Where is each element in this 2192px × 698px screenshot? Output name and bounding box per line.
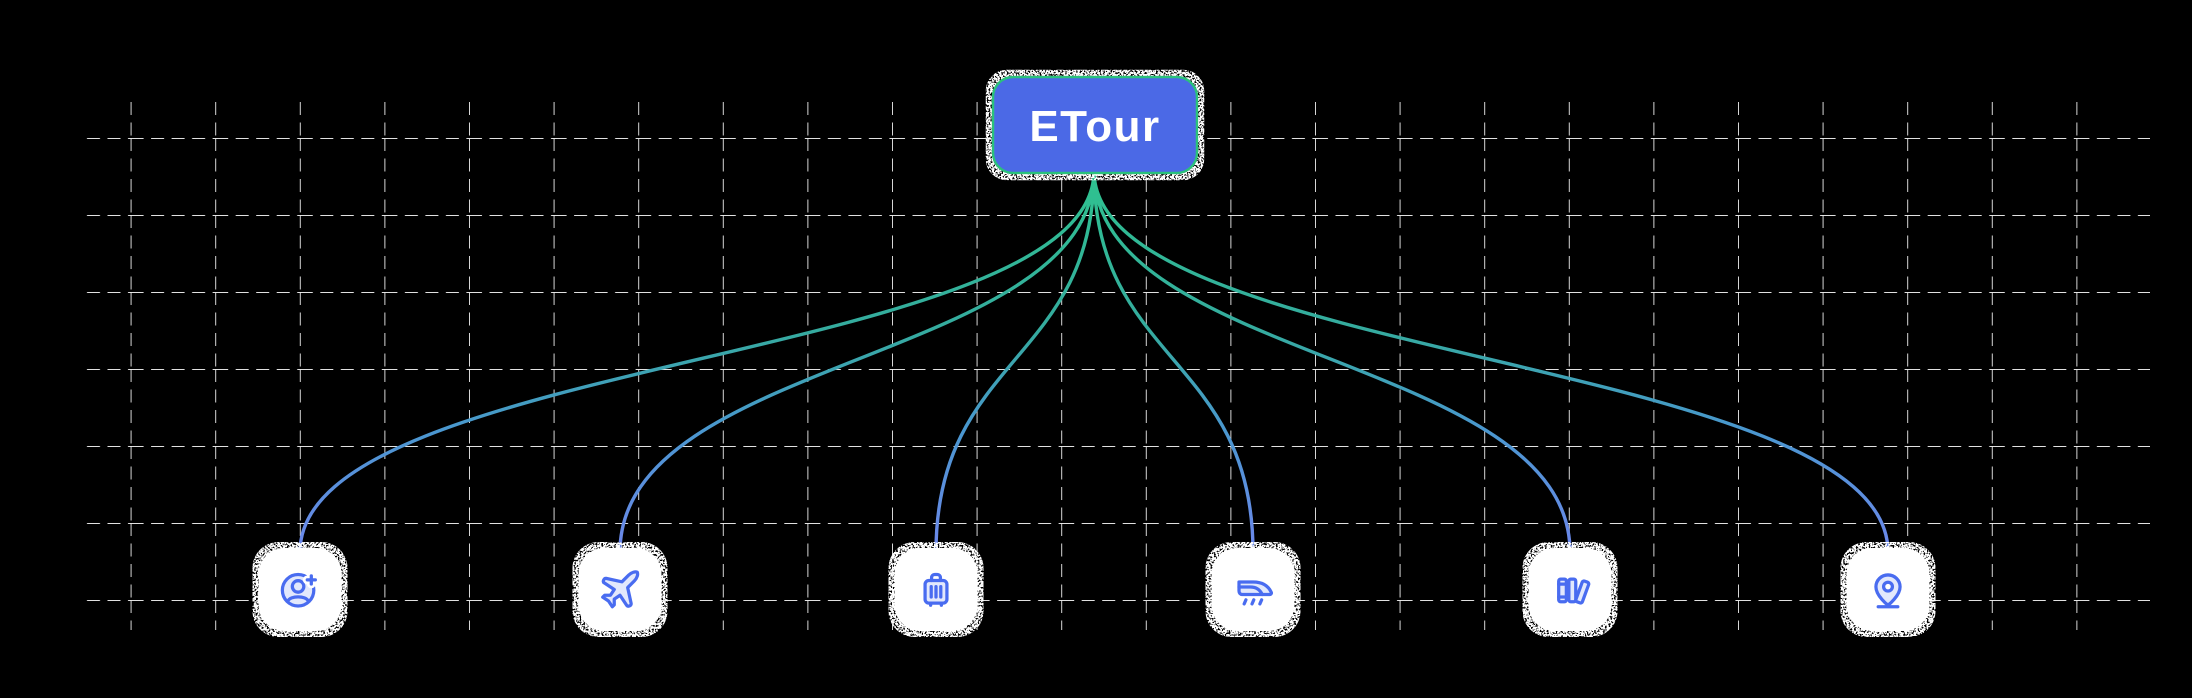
link-etour-to-library [1092, 169, 1572, 554]
luggage-icon [923, 572, 949, 607]
root-node-box [991, 75, 1199, 175]
root-node-label: ETour [1029, 102, 1160, 151]
root-node-etour[interactable]: ETour [991, 75, 1199, 175]
node-luggage[interactable] [894, 548, 978, 631]
plane-icon [601, 570, 640, 609]
library-icon [1557, 577, 1591, 605]
train-icon [1237, 580, 1274, 606]
node-map-pin[interactable] [1846, 548, 1930, 631]
link-etour-to-user-plus [298, 169, 1096, 554]
link-etour-to-map-pin [1092, 169, 1890, 554]
link-etour-to-train [1092, 169, 1255, 554]
link-etour-to-luggage [934, 169, 1096, 554]
node-plane[interactable] [578, 548, 662, 631]
node-library[interactable] [1528, 548, 1612, 631]
node-train[interactable] [1211, 548, 1295, 631]
user-plus-icon [280, 571, 320, 608]
grid-background [80, 97, 2150, 630]
link-layer [298, 169, 1890, 554]
link-etour-to-plane [618, 169, 1096, 554]
node-user-plus[interactable] [258, 548, 342, 631]
map-pin-icon [1874, 573, 1902, 609]
